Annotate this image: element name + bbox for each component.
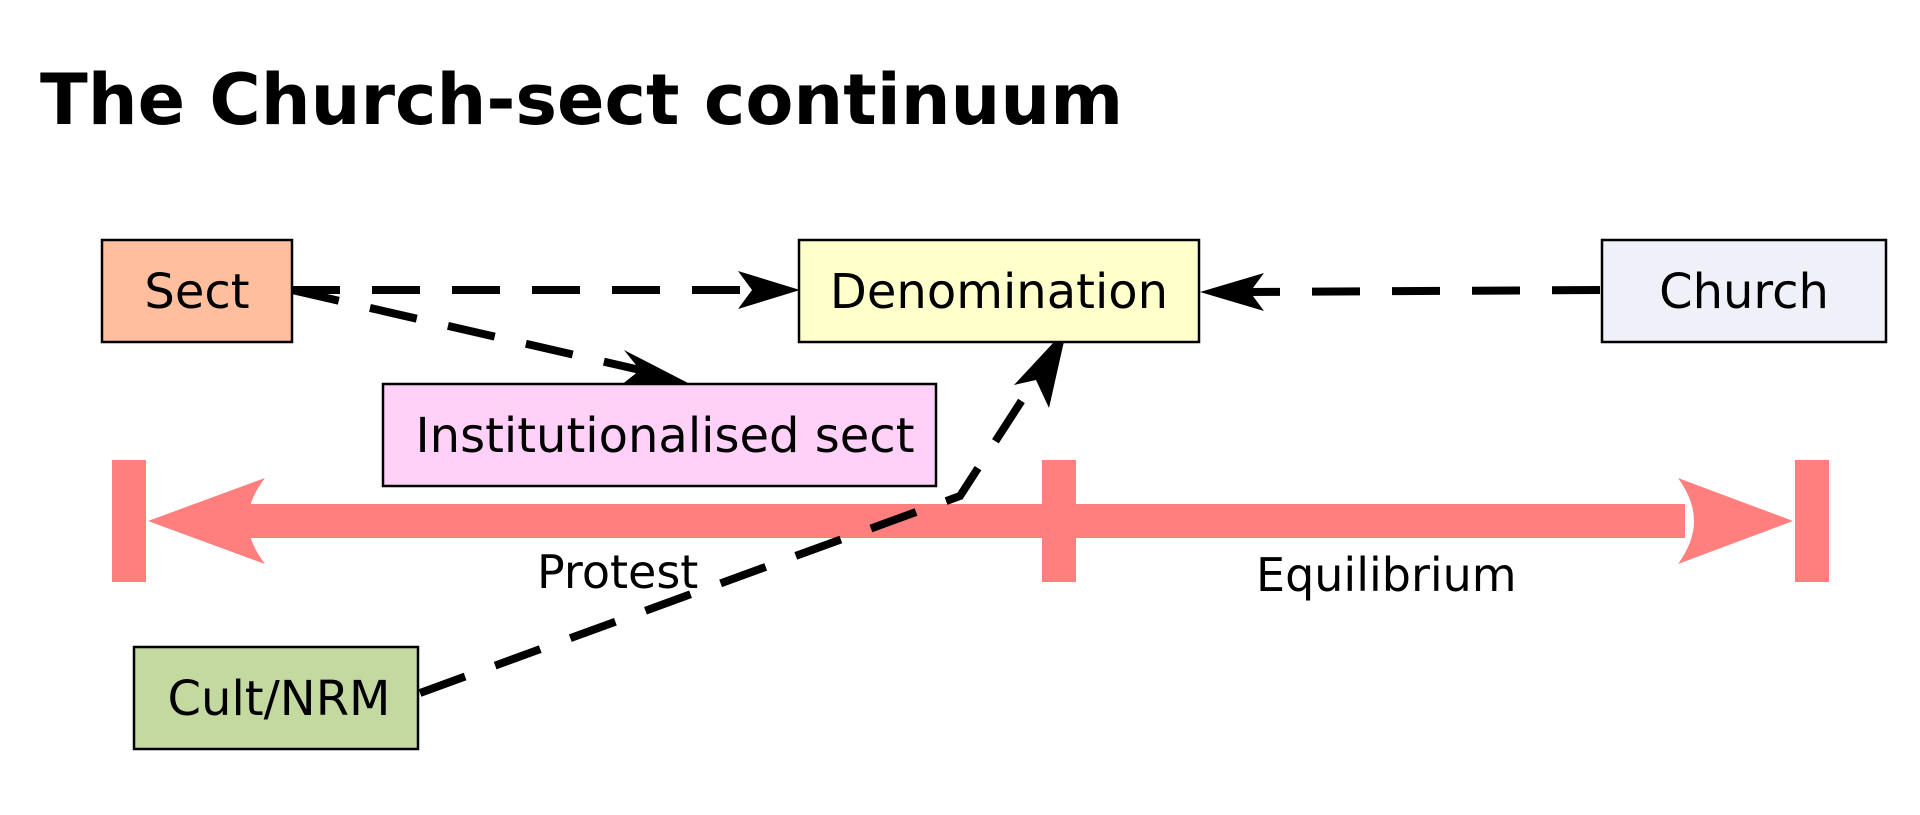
axis-left-bar [112,460,146,582]
axis-line [240,504,1685,538]
label-cult: Cult/NRM [168,671,391,727]
axis-label-protest: Protest [537,545,698,599]
axis-label-equilibrium: Equilibrium [1256,548,1517,602]
node-institutionalised-sect: Institutionalised sect [381,382,938,488]
arrowhead-denomination-right [1200,273,1264,311]
connectors [291,271,1601,697]
box-cult [132,645,420,751]
axis-right-bar [1795,460,1829,582]
node-sect: Sect [100,238,294,344]
axis-left-arrowhead [148,478,265,564]
label-institutionalised-sect: Institutionalised sect [415,408,914,464]
edge-cult-to-denomination [418,377,1039,697]
node-cult: Cult/NRM [132,645,420,751]
arrowhead-denomination-bottom [1014,328,1067,408]
box-institutionalised-sect [381,382,938,488]
label-church: Church [1659,264,1829,320]
label-denomination: Denomination [830,264,1168,320]
axis-right-arrowhead [1678,478,1793,564]
continuum-axis [112,460,1829,582]
box-denomination [797,238,1201,344]
edge-church-to-denomination [1247,286,1601,296]
diagram-title: The Church-sect continuum [40,59,1123,141]
arrowhead-denomination-left [738,271,800,309]
node-church: Church [1600,238,1888,344]
node-denomination: Denomination [797,238,1201,344]
edge-sect-to-institutionalised-sect [291,286,641,374]
label-sect: Sect [144,264,249,320]
box-sect [100,238,294,344]
arrowhead-institutionalised-sect [620,350,688,386]
box-church [1600,238,1888,344]
